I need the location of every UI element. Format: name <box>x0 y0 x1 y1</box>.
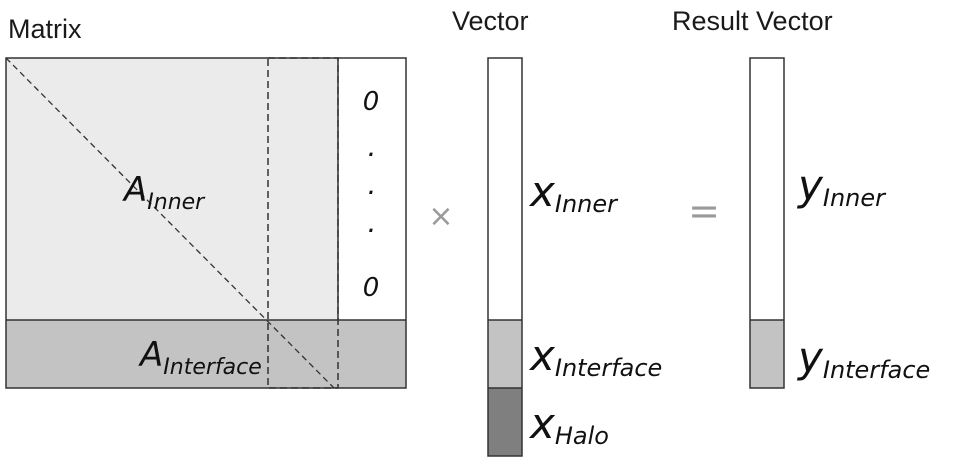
vector-x-inner-base: x <box>528 167 556 216</box>
result-vector-y: yInner yInterface <box>749 57 930 389</box>
vector-x: xInner xInterface xHalo <box>487 57 662 457</box>
matrix-border <box>5 57 407 389</box>
matrix-inner-region <box>6 58 338 320</box>
matrix-inner-sub: Inner <box>147 190 206 215</box>
matrix-dot-1: . <box>368 130 377 163</box>
vector-x-inner-segment <box>488 58 522 320</box>
matrix-diagonal <box>5 57 335 389</box>
result-y-interface-label: yInterface <box>796 333 930 384</box>
matrix-dot-3: . <box>368 206 377 239</box>
matrix-interface-region <box>6 320 406 388</box>
result-y-interface-base: y <box>796 333 824 382</box>
result-y-inner-base: y <box>796 161 824 210</box>
result-vector-header: Result Vector <box>672 6 833 36</box>
matrix-zero-top: 0 <box>363 87 380 117</box>
result-y-inner-label: yInner <box>796 161 887 212</box>
vector-header: Vector <box>452 6 529 36</box>
matrix-interface-sub: Interface <box>163 355 262 380</box>
vector-x-halo-base: x <box>528 399 556 448</box>
equals-operator: = <box>688 189 720 233</box>
vector-x-halo-label: xHalo <box>528 399 609 450</box>
result-y-interface-sub: Interface <box>823 356 930 384</box>
matrix: AInner AInterface 0 . . . 0 <box>5 57 407 389</box>
matrix-header: Matrix <box>8 14 82 44</box>
result-y-interface-segment <box>750 320 784 388</box>
vector-x-interface-sub: Interface <box>555 354 662 382</box>
vector-x-interface-segment <box>488 320 522 388</box>
matrix-interface-label: AInterface <box>138 335 262 380</box>
result-y-inner-sub: Inner <box>823 184 887 212</box>
vector-x-inner-sub: Inner <box>555 190 619 218</box>
vector-x-inner-label: xInner <box>528 167 619 218</box>
result-y-inner-segment <box>750 58 784 320</box>
matrix-interface-base: A <box>138 335 163 375</box>
vector-x-interface-base: x <box>528 331 556 380</box>
vector-x-interface-label: xInterface <box>528 331 662 382</box>
result-y-border <box>749 57 785 389</box>
matrix-inner-base: A <box>122 170 147 210</box>
matrix-zero-column <box>338 58 406 320</box>
matrix-zero-bottom: 0 <box>363 273 380 303</box>
vector-x-border <box>487 57 523 457</box>
vector-x-halo-segment <box>488 388 522 456</box>
matrix-dot-2: . <box>368 168 377 201</box>
matrix-inner-label: AInner <box>122 170 206 215</box>
times-operator: × <box>428 199 453 234</box>
vector-x-halo-sub: Halo <box>555 422 609 450</box>
